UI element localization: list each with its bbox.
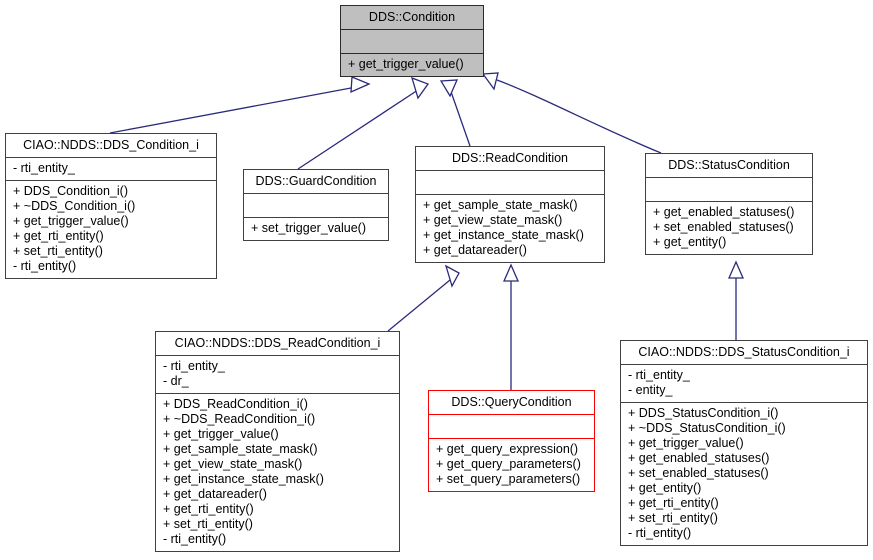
class-operations-ciao-dds-condition-i: + DDS_Condition_i() + ~DDS_Condition_i()… — [6, 180, 216, 278]
class-member: + get_trigger_value() — [348, 57, 464, 71]
class-attributes-dds-guardcondition — [244, 193, 388, 217]
class-member: + get_trigger_value() — [163, 427, 279, 441]
class-member: + set_query_parameters() — [436, 472, 581, 486]
class-member: + set_enabled_statuses() — [628, 466, 769, 480]
class-member: + set_rti_entity() — [628, 511, 718, 525]
class-attributes-dds-readcondition — [416, 170, 604, 194]
edge-statuscondition-to-condition — [481, 72, 662, 154]
class-member: + DDS_ReadCondition_i() — [163, 397, 308, 411]
class-member: + set_trigger_value() — [251, 221, 366, 235]
class-operations-dds-readcondition: + get_sample_state_mask() + get_view_sta… — [416, 194, 604, 262]
class-member: - rti_entity_ — [163, 359, 225, 373]
class-member: - rti_entity_ — [628, 368, 690, 382]
class-member: - rti_entity() — [628, 526, 692, 540]
class-operations-dds-guardcondition: + set_trigger_value() — [244, 217, 388, 240]
class-member: + DDS_StatusCondition_i() — [628, 406, 779, 420]
class-member: + get_query_expression() — [436, 442, 579, 456]
edge-readcondition-to-condition — [439, 79, 471, 147]
class-name-ciao-dds-statuscondition-i: CIAO::NDDS::DDS_StatusCondition_i — [638, 345, 850, 359]
class-member: + get_trigger_value() — [13, 214, 129, 228]
class-member: + ~DDS_StatusCondition_i() — [628, 421, 786, 435]
class-operations-ciao-dds-statuscondition-i: + DDS_StatusCondition_i() + ~DDS_StatusC… — [621, 402, 867, 545]
class-attributes-ciao-dds-readcondition-i: - rti_entity_ - dr_ — [156, 355, 399, 393]
class-member: + set_enabled_statuses() — [653, 220, 794, 234]
class-node-dds-guardcondition[interactable]: DDS::GuardCondition + set_trigger_value(… — [243, 169, 389, 241]
class-member: + get_enabled_statuses() — [653, 205, 795, 219]
class-member: - dr_ — [163, 374, 189, 388]
class-operations-ciao-dds-readcondition-i: + DDS_ReadCondition_i() + ~DDS_ReadCondi… — [156, 393, 399, 551]
class-member: + get_enabled_statuses() — [628, 451, 770, 465]
edge-guardcondition-to-condition — [297, 76, 430, 170]
class-member: + get_rti_entity() — [13, 229, 104, 243]
class-node-dds-statuscondition[interactable]: DDS::StatusCondition + get_enabled_statu… — [645, 153, 813, 255]
class-member: + get_entity() — [628, 481, 702, 495]
class-member: + ~DDS_Condition_i() — [13, 199, 136, 213]
class-member: + get_instance_state_mask() — [423, 228, 584, 242]
edge-readcondition-i-to-readcondition — [387, 264, 460, 332]
class-member: + get_datareader() — [423, 243, 527, 257]
class-member: + get_datareader() — [163, 487, 267, 501]
class-operations-dds-condition: + get_trigger_value() — [341, 53, 483, 76]
class-member: + get_query_parameters() — [436, 457, 581, 471]
class-node-dds-condition[interactable]: DDS::Condition + get_trigger_value() — [340, 5, 484, 77]
class-attributes-ciao-dds-statuscondition-i: - rti_entity_ - entity_ — [621, 364, 867, 402]
class-member: + get_rti_entity() — [163, 502, 254, 516]
class-name-dds-readcondition: DDS::ReadCondition — [451, 151, 569, 165]
class-member: + get_sample_state_mask() — [423, 198, 578, 212]
edge-statuscondition-i-to-statuscondition — [728, 260, 744, 340]
class-attributes-ciao-dds-condition-i: - rti_entity_ — [6, 157, 216, 180]
class-member: + get_sample_state_mask() — [163, 442, 318, 456]
class-attributes-dds-querycondition — [429, 414, 594, 438]
class-member: + set_rti_entity() — [13, 244, 103, 258]
class-name-dds-querycondition: DDS::QueryCondition — [451, 395, 572, 409]
edge-querycondition-to-readcondition — [503, 263, 519, 390]
class-member: - rti_entity() — [163, 532, 227, 546]
class-name-ciao-dds-readcondition-i: CIAO::NDDS::DDS_ReadCondition_i — [174, 336, 381, 350]
class-member: + get_entity() — [653, 235, 727, 249]
class-name-dds-guardcondition: DDS::GuardCondition — [255, 174, 377, 188]
class-attributes-dds-statuscondition — [646, 177, 812, 201]
class-member: + get_rti_entity() — [628, 496, 719, 510]
class-name-dds-condition: DDS::Condition — [341, 6, 483, 29]
edge-condition-i-to-condition — [109, 76, 371, 134]
class-operations-dds-querycondition: + get_query_expression() + get_query_par… — [429, 438, 594, 491]
class-operations-dds-statuscondition: + get_enabled_statuses() + set_enabled_s… — [646, 201, 812, 254]
class-member: - rti_entity() — [13, 259, 77, 273]
class-member: + get_instance_state_mask() — [163, 472, 324, 486]
class-node-dds-querycondition[interactable]: DDS::QueryCondition + get_query_expressi… — [428, 390, 595, 492]
class-member: + get_view_state_mask() — [423, 213, 563, 227]
class-node-ciao-dds-readcondition-i[interactable]: CIAO::NDDS::DDS_ReadCondition_i - rti_en… — [155, 331, 400, 552]
class-member: - rti_entity_ — [13, 161, 75, 175]
class-attributes-dds-condition — [341, 29, 483, 53]
class-member: + get_view_state_mask() — [163, 457, 303, 471]
class-member: + set_rti_entity() — [163, 517, 253, 531]
class-node-ciao-dds-statuscondition-i[interactable]: CIAO::NDDS::DDS_StatusCondition_i - rti_… — [620, 340, 868, 546]
class-member: + get_trigger_value() — [628, 436, 744, 450]
class-member: + DDS_Condition_i() — [13, 184, 128, 198]
class-name-ciao-dds-condition-i: CIAO::NDDS::DDS_Condition_i — [23, 138, 199, 152]
class-member: - entity_ — [628, 383, 673, 397]
class-node-ciao-dds-condition-i[interactable]: CIAO::NDDS::DDS_Condition_i - rti_entity… — [5, 133, 217, 279]
class-member: + ~DDS_ReadCondition_i() — [163, 412, 316, 426]
class-node-dds-readcondition[interactable]: DDS::ReadCondition + get_sample_state_ma… — [415, 146, 605, 263]
class-name-dds-statuscondition: DDS::StatusCondition — [668, 158, 790, 172]
